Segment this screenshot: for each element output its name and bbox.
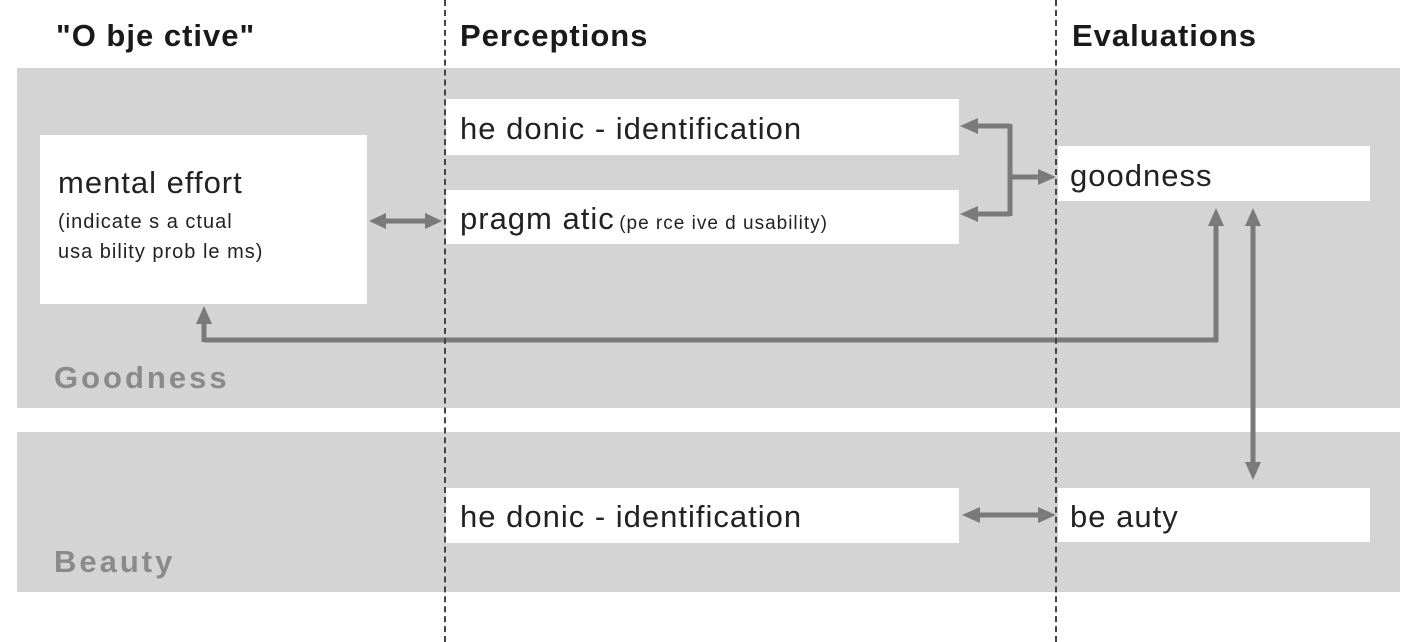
hedonic-identification-box-goodness: he donic - identification [446,99,959,155]
column-header-perceptions: Perceptions [460,18,649,53]
beauty-box: be auty [1058,488,1370,542]
divider-perceptions-evaluations [1055,0,1057,642]
hedonic-identification-box-beauty: he donic - identification [446,488,959,543]
arrow-hedonic-beauty [962,507,1056,523]
goodness-label: goodness [1070,158,1213,193]
mental-effort-note-line1: (indicate s a ctual [58,211,233,233]
mental-effort-title: mental effort [58,165,243,200]
divider-objective-perceptions [444,0,446,642]
column-header-evaluations: Evaluations [1072,18,1257,53]
pragmatic-note: (pe rce ive d usability) [619,213,828,234]
arrow-goodness-beauty [1245,208,1261,480]
arrow-mental-effort-pragmatic [369,213,442,229]
beauty-label: be auty [1070,499,1179,534]
mental-effort-note-line2: usa bility prob le ms) [58,241,264,263]
goodness-box: goodness [1058,146,1370,201]
arrow-goodness-to-mental-effort [196,208,1224,343]
hedonic-identification-label-beauty: he donic - identification [460,499,803,534]
pragmatic-label: pragm atic [460,201,615,236]
pragmatic-box: pragm atic (pe rce ive d usability) [446,190,959,244]
column-header-objective: "O bje ctive" [56,18,256,53]
beauty-band-label: Beauty [54,544,176,579]
hedonic-identification-label-goodness: he donic - identification [460,111,803,146]
mental-effort-box: mental effort (indicate s a ctual usa bi… [40,135,367,304]
arrow-bracket-to-goodness [960,118,1056,222]
goodness-band-label: Goodness [54,360,230,395]
